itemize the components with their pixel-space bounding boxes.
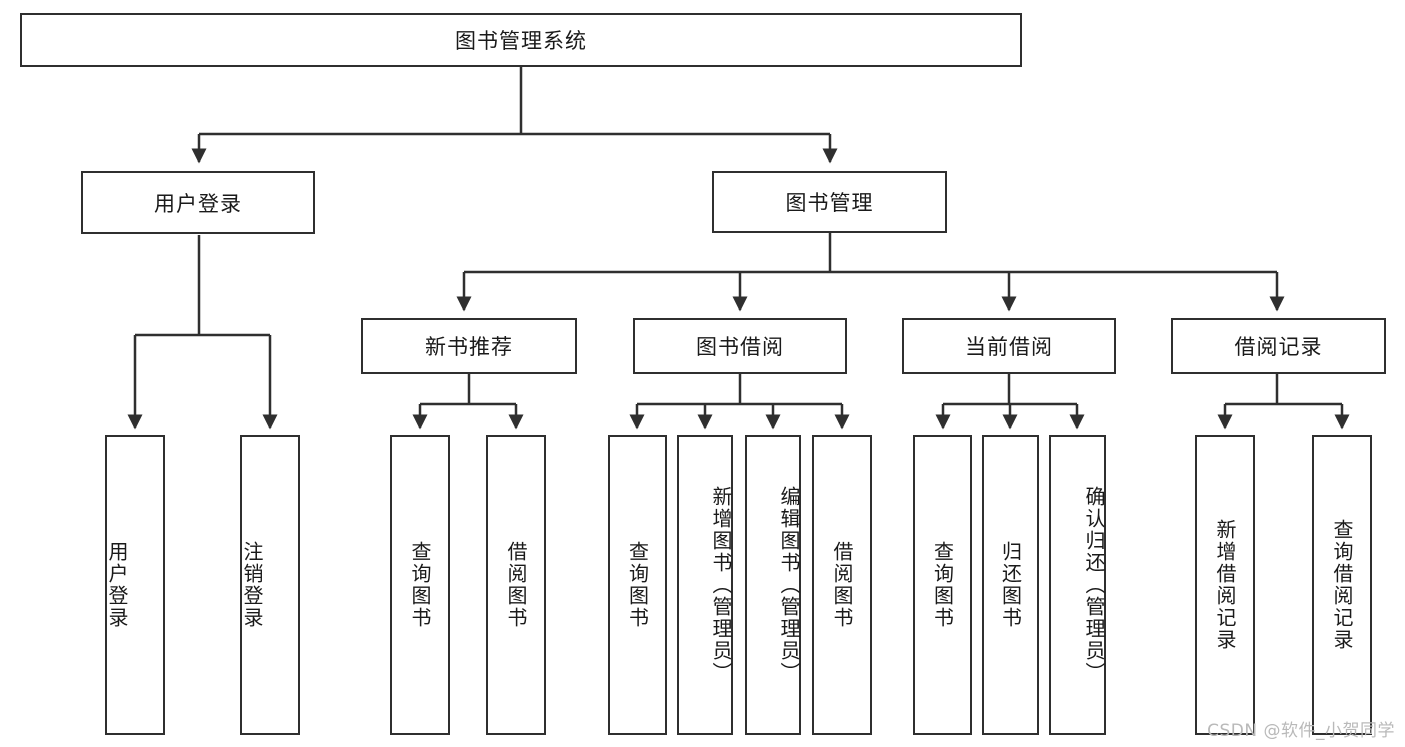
node-root-label: 图书管理系统 <box>455 29 587 53</box>
node-user-login-label: 用户登录 <box>154 191 242 216</box>
leaf-edit-book-admin[interactable]: 编辑图书（管理员） <box>745 435 801 735</box>
node-borrowing-records[interactable]: 借阅记录 <box>1171 318 1386 374</box>
node-book-borrowing[interactable]: 图书借阅 <box>633 318 847 374</box>
leaf-query-books-current-label: 查询图书 <box>930 541 955 629</box>
leaf-logout-label: 注销登录 <box>240 541 264 629</box>
node-borrowing-records-label: 借阅记录 <box>1234 335 1323 359</box>
leaf-add-borrow-record-label: 新增借阅记录 <box>1213 519 1237 651</box>
leaf-return-books[interactable]: 归还图书 <box>982 435 1039 735</box>
node-current-borrowing[interactable]: 当前借阅 <box>902 318 1116 374</box>
leaf-return-books-label: 归还图书 <box>998 541 1023 629</box>
csdn-watermark: CSDN @软件_小贺同学 <box>1207 721 1395 741</box>
node-root[interactable]: 图书管理系统 <box>20 13 1022 67</box>
leaf-query-books-current[interactable]: 查询图书 <box>913 435 972 735</box>
node-new-book-recommendation-label: 新书推荐 <box>425 335 513 359</box>
leaf-query-books-new-label: 查询图书 <box>408 541 432 629</box>
leaf-add-borrow-record[interactable]: 新增借阅记录 <box>1195 435 1255 735</box>
leaf-confirm-return-admin-label: 确认归还（管理员） <box>1082 486 1106 684</box>
leaf-logout[interactable]: 注销登录 <box>240 435 300 735</box>
leaf-borrow-books-borrow-label: 借阅图书 <box>830 541 854 629</box>
node-book-management[interactable]: 图书管理 <box>712 171 947 233</box>
leaf-user-login-label: 用户登录 <box>105 541 129 629</box>
leaf-query-books-borrow-label: 查询图书 <box>625 541 650 629</box>
leaf-query-books-new[interactable]: 查询图书 <box>390 435 450 735</box>
leaf-borrow-books-new-label: 借阅图书 <box>504 541 528 629</box>
leaf-query-borrow-record[interactable]: 查询借阅记录 <box>1312 435 1372 735</box>
leaf-confirm-return-admin[interactable]: 确认归还（管理员） <box>1049 435 1106 735</box>
leaf-edit-book-admin-label: 编辑图书（管理员） <box>777 486 801 684</box>
leaf-borrow-books-borrow[interactable]: 借阅图书 <box>812 435 872 735</box>
node-current-borrowing-label: 当前借阅 <box>965 335 1053 359</box>
leaf-query-borrow-record-label: 查询借阅记录 <box>1330 519 1354 651</box>
node-new-book-recommendation[interactable]: 新书推荐 <box>361 318 577 374</box>
leaf-add-book-admin[interactable]: 新增图书（管理员） <box>677 435 733 735</box>
node-book-management-label: 图书管理 <box>785 191 874 215</box>
node-user-login[interactable]: 用户登录 <box>81 171 315 234</box>
leaf-query-books-borrow[interactable]: 查询图书 <box>608 435 667 735</box>
node-book-borrowing-label: 图书借阅 <box>696 335 784 359</box>
leaf-user-login[interactable]: 用户登录 <box>105 435 165 735</box>
leaf-borrow-books-new[interactable]: 借阅图书 <box>486 435 546 735</box>
leaf-add-book-admin-label: 新增图书（管理员） <box>709 486 733 684</box>
